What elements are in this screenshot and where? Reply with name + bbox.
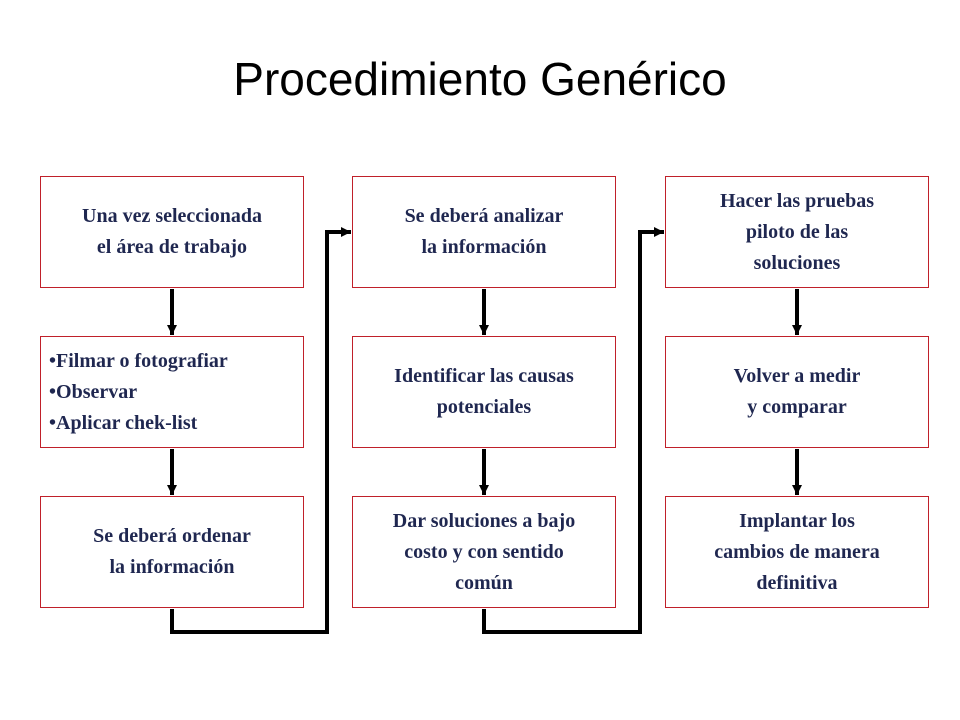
step-box-3-3: Implantar los cambios de manera definiti… [665, 496, 929, 608]
step-text: Identificar las causas potenciales [394, 365, 574, 418]
connector-col1-to-col2 [170, 227, 351, 634]
step-text: Una vez seleccionada el área de trabajo [82, 205, 262, 258]
step-box-1-2: Filmar o fotografiar Observar Aplicar ch… [40, 336, 304, 448]
bullet-item: Aplicar chek-list [49, 408, 228, 439]
step-box-2-2: Identificar las causas potenciales [352, 336, 616, 448]
step-box-2-3: Dar soluciones a bajo costo y con sentid… [352, 496, 616, 608]
page-title: Procedimiento Genérico [233, 53, 727, 105]
step-text: Implantar los cambios de manera definiti… [714, 509, 880, 594]
step-text: Se deberá analizar la información [404, 205, 564, 258]
bullet-item: Filmar o fotografiar [49, 346, 228, 377]
step-box-1-1: Una vez seleccionada el área de trabajo [40, 176, 304, 288]
step-box-3-2: Volver a medir y comparar [665, 336, 929, 448]
bullet-item: Observar [49, 377, 228, 408]
step-text: Volver a medir y comparar [733, 365, 861, 418]
step-bullet-list: Filmar o fotografiar Observar Aplicar ch… [49, 346, 228, 439]
step-text: Dar soluciones a bajo costo y con sentid… [392, 509, 576, 594]
step-box-1-3: Se deberá ordenar la información [40, 496, 304, 608]
step-text: Hacer las pruebas piloto de las solucion… [719, 189, 875, 274]
step-box-3-1: Hacer las pruebas piloto de las solucion… [665, 176, 929, 288]
step-text: Se deberá ordenar la información [93, 525, 251, 578]
connector-col2-to-col3 [482, 227, 664, 634]
step-box-2-1: Se deberá analizar la información [352, 176, 616, 288]
